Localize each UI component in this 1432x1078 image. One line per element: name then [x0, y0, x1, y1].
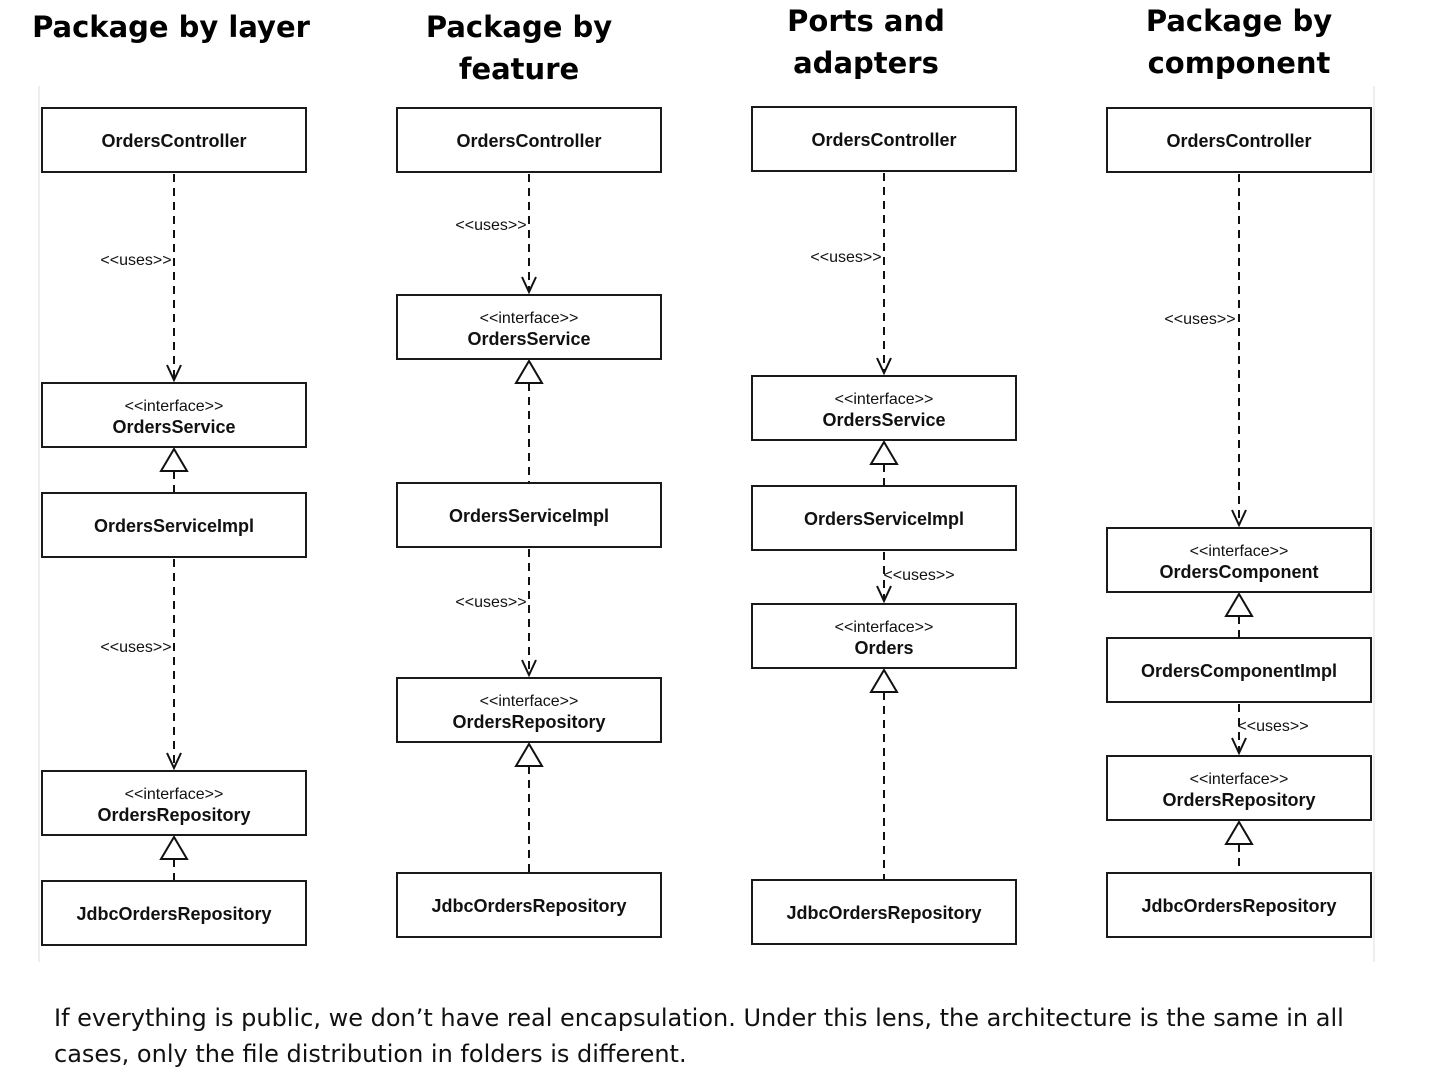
class-box-jdbc: [396, 872, 662, 938]
class-name: OrdersRepository: [452, 712, 605, 732]
class-box-service: [41, 382, 307, 448]
class-box-service: [751, 375, 1017, 441]
class-name: OrdersController: [811, 130, 956, 150]
column-title-line: Package by: [425, 10, 613, 44]
caption-text: If everything is public, we don’t have r…: [54, 1004, 1344, 1068]
class-name: OrdersController: [101, 131, 246, 151]
class-name: OrdersController: [1166, 131, 1311, 151]
column-title-line: Package by: [1145, 4, 1333, 38]
class-box-jdbc: [41, 880, 307, 946]
uses-label: <<uses>>: [1237, 718, 1308, 735]
column-title-package-by-component: Package by component: [1089, 0, 1389, 84]
class-name: JdbcOrdersRepository: [786, 903, 981, 923]
class-name: OrdersServiceImpl: [94, 516, 254, 536]
uses-arrowhead: [876, 585, 892, 604]
class-box-component: [1106, 527, 1372, 593]
uses-arrowhead: [876, 357, 892, 376]
uses-label: <<uses>>: [455, 217, 526, 234]
class-name: JdbcOrdersRepository: [431, 896, 626, 916]
class-name: OrdersServiceImpl: [804, 509, 964, 529]
uses-label: <<uses>>: [810, 249, 881, 266]
class-box-controller: [751, 106, 1017, 172]
class-box-component-impl: [1106, 637, 1372, 703]
uses-arrowhead: [1231, 737, 1247, 756]
stereotype-label: <<interface>>: [835, 391, 934, 408]
stereotype-label: <<interface>>: [480, 693, 579, 710]
class-box-repository: [41, 770, 307, 836]
uses-label: <<uses>>: [455, 594, 526, 611]
class-name: OrdersServiceImpl: [449, 506, 609, 526]
class-box-controller: [396, 107, 662, 173]
uses-label: <<uses>>: [883, 567, 954, 584]
stereotype-label: <<interface>>: [835, 619, 934, 636]
class-box-controller: [1106, 107, 1372, 173]
column-title-line: Ports and: [787, 4, 945, 38]
class-box-jdbc: [751, 879, 1017, 945]
class-name: OrdersController: [456, 131, 601, 151]
class-name: OrdersRepository: [1162, 790, 1315, 810]
realization-triangle: [159, 447, 189, 472]
stereotype-label: <<interface>>: [1190, 771, 1289, 788]
realization-triangle: [159, 835, 189, 860]
class-name: Orders: [854, 638, 913, 658]
class-box-orders: [751, 603, 1017, 669]
class-box-service: [396, 294, 662, 360]
class-name: OrdersComponentImpl: [1141, 661, 1337, 681]
uses-arrowhead: [521, 276, 537, 295]
realization-triangle: [514, 742, 544, 767]
realization-triangle: [869, 668, 899, 693]
uses-arrowhead: [521, 659, 537, 678]
class-name: JdbcOrdersRepository: [1141, 896, 1336, 916]
realization-triangle: [514, 359, 544, 384]
class-box-service-impl: [751, 485, 1017, 551]
class-box-jdbc: [1106, 872, 1372, 938]
class-box-repository: [396, 677, 662, 743]
realization-triangle: [869, 440, 899, 465]
class-box-controller: [41, 107, 307, 173]
class-box-service-impl: [41, 492, 307, 558]
class-name: OrdersService: [467, 329, 590, 349]
uses-label: <<uses>>: [100, 639, 171, 656]
class-name: OrdersComponent: [1159, 562, 1318, 582]
class-box-service-impl: [396, 482, 662, 548]
class-name: JdbcOrdersRepository: [76, 904, 271, 924]
uses-arrowhead: [1231, 509, 1247, 528]
stereotype-label: <<interface>>: [125, 786, 224, 803]
column-title-ports-and-adapters: Ports and adapters: [716, 0, 1016, 84]
realization-triangle: [1224, 592, 1254, 617]
class-name: OrdersService: [822, 410, 945, 430]
column-title-package-by-layer: Package by layer: [21, 6, 321, 48]
column-title-line: feature: [458, 52, 580, 86]
class-name: OrdersService: [112, 417, 235, 437]
stereotype-label: <<interface>>: [125, 398, 224, 415]
stereotype-label: <<interface>>: [1190, 543, 1289, 560]
uses-label: <<uses>>: [100, 252, 171, 269]
uses-arrowhead: [166, 752, 182, 771]
architecture-diagram: <<uses>> <<uses>> OrdersController <<interf…: [38, 86, 1375, 962]
realization-triangle: [1224, 820, 1254, 845]
column-title-line: component: [1147, 46, 1331, 80]
uses-label: <<uses>>: [1164, 311, 1235, 328]
stereotype-label: <<interface>>: [480, 310, 579, 327]
column-title-package-by-feature: Package by feature: [369, 6, 669, 90]
class-name: OrdersRepository: [97, 805, 250, 825]
column-title-line: Package by layer: [32, 10, 310, 44]
column-title-line: adapters: [793, 46, 939, 80]
uses-arrowhead: [166, 364, 182, 383]
class-box-repository: [1106, 755, 1372, 821]
